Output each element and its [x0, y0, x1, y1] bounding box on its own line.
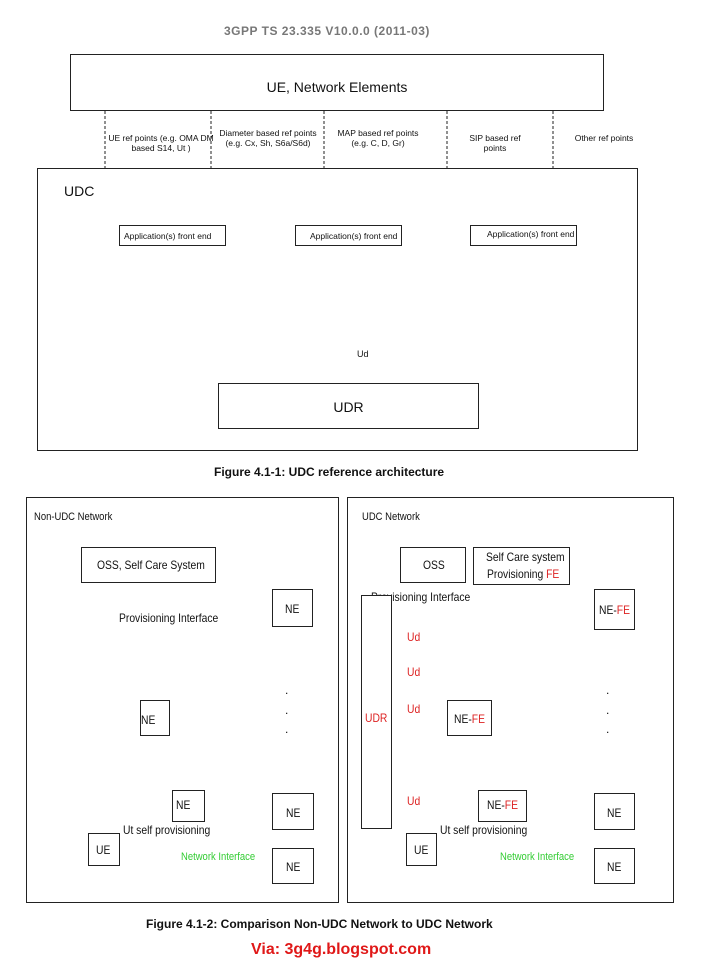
udr-box: UDR: [218, 383, 479, 429]
fe-label: FE: [504, 798, 518, 812]
self-care-label-1: Self Care system: [486, 550, 565, 564]
oss-self-care-label: OSS, Self Care System: [97, 558, 205, 572]
right-prov-if-label: Provisioning Interface: [371, 590, 471, 604]
fe-label: FE: [546, 567, 560, 581]
ref-point-map: MAP based ref points (e.g. C, D, Gr): [337, 128, 419, 148]
ud-label: Ud: [357, 349, 369, 359]
doc-header: 3GPP TS 23.335 V10.0.0 (2011-03): [224, 24, 430, 38]
oss-box: OSS: [400, 547, 466, 583]
ellipsis-dot: .: [606, 683, 610, 697]
ue-network-elements-box: UE, Network Elements: [70, 54, 604, 111]
left-ut-label: Ut self provisioning: [123, 823, 211, 837]
ud-label: Ud: [407, 630, 421, 644]
ellipsis-dot: .: [285, 703, 289, 717]
ne-label: NE: [607, 806, 622, 820]
ud-label: Ud: [407, 665, 421, 679]
ne-fe-box: NE-FE: [447, 700, 492, 736]
ne-label: NE: [286, 860, 301, 874]
ne-box: NE: [272, 848, 314, 884]
udr-column-label: UDR: [365, 711, 388, 725]
fe-label: FE: [616, 603, 630, 617]
ne-box: NE: [172, 790, 205, 822]
ue-network-elements-label: UE, Network Elements: [266, 79, 408, 95]
front-end-box-2: Application(s) front end: [295, 225, 402, 246]
ne-label: NE: [285, 602, 300, 616]
left-prov-if-label: Provisioning Interface: [119, 611, 219, 625]
ne-box: NE: [140, 700, 170, 736]
fe-label: FE: [471, 712, 485, 726]
ref-point-diameter: Diameter based ref points (e.g. Cx, Sh, …: [219, 128, 317, 148]
udr-column: UDR: [361, 595, 392, 829]
front-end-box-3: Application(s) front end: [470, 225, 577, 246]
ue-box: UE: [88, 833, 120, 866]
self-care-label-2: Provisioning: [487, 567, 544, 581]
ref-point-ue: UE ref points (e.g. OMA DM based S14, Ut…: [108, 133, 214, 153]
ne-label: NE: [141, 713, 156, 727]
oss-self-care-box: OSS, Self Care System: [81, 547, 216, 583]
ref-point-sip: SIP based ref points: [469, 133, 521, 153]
ne-fe-box: NE-FE: [478, 790, 527, 822]
ellipsis-dot: .: [285, 683, 289, 697]
footer-credit: Via: 3g4g.blogspot.com: [251, 941, 432, 958]
ue-label: UE: [96, 843, 111, 857]
ue-box: UE: [406, 833, 437, 866]
front-end-label: Application(s) front end: [487, 229, 575, 239]
ne-label: NE: [607, 860, 622, 874]
ne-fe-label: NE-: [454, 712, 472, 726]
non-udc-title: Non-UDC Network: [34, 511, 113, 523]
ellipsis-dot: .: [285, 722, 289, 736]
udc-title: UDC Network: [362, 511, 420, 523]
front-end-label: Application(s) front end: [124, 231, 212, 241]
figure-1-caption: Figure 4.1-1: UDC reference architecture: [214, 465, 445, 479]
right-net-if-label: Network Interface: [500, 851, 575, 863]
udr-label: UDR: [333, 399, 364, 415]
self-care-box: Self Care system Provisioning FE: [473, 547, 570, 585]
ud-label: Ud: [407, 702, 421, 716]
udc-label: UDC: [64, 183, 95, 199]
ref-point-other: Other ref points: [574, 133, 634, 143]
ne-box: NE: [272, 589, 313, 627]
ne-box: NE: [594, 848, 635, 884]
ne-box: NE: [272, 793, 314, 830]
ne-label: NE: [176, 798, 191, 812]
right-ut-label: Ut self provisioning: [440, 823, 528, 837]
oss-label: OSS: [423, 558, 445, 572]
ne-fe-label: NE-: [599, 603, 617, 617]
left-net-if-label: Network Interface: [181, 851, 256, 863]
ne-box: NE: [594, 793, 635, 830]
figure-2-caption: Figure 4.1-2: Comparison Non-UDC Network…: [146, 917, 493, 931]
front-end-box-1: Application(s) front end: [119, 225, 226, 246]
front-end-label: Application(s) front end: [310, 231, 398, 241]
ne-label: NE: [286, 806, 301, 820]
ellipsis-dot: .: [606, 722, 610, 736]
ellipsis-dot: .: [606, 703, 610, 717]
ne-fe-label: NE-: [487, 798, 505, 812]
ue-label: UE: [414, 843, 429, 857]
ud-label: Ud: [407, 794, 421, 808]
ne-fe-box: NE-FE: [594, 589, 635, 630]
